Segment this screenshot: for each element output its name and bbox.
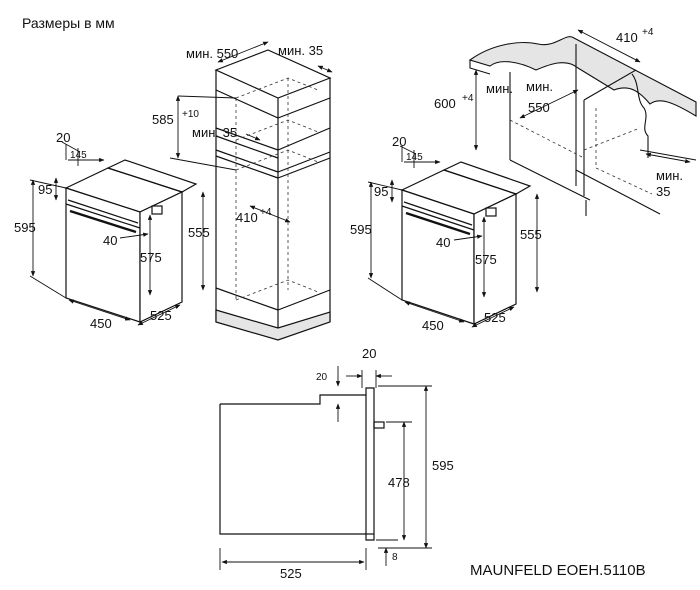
oven-left-height: 595 xyxy=(14,220,36,235)
side-height: 595 xyxy=(432,458,454,473)
oven-right-panel-depth: 145 xyxy=(406,152,423,163)
column-width: 410 xyxy=(236,210,258,225)
side-panel-depth: 20 xyxy=(362,346,376,361)
oven-right-body-height: 555 xyxy=(520,227,542,242)
oven-left xyxy=(64,159,198,323)
oven-right-top-depth: 20 xyxy=(392,134,406,149)
column-niche-gap: мин. 35 xyxy=(192,125,237,140)
oven-right-dimensions xyxy=(367,145,540,328)
column-height-tol: +10 xyxy=(182,109,199,120)
side-foot: 8 xyxy=(392,552,398,563)
oven-right-height: 595 xyxy=(350,222,372,237)
niche-hidden-lines xyxy=(509,108,653,195)
niche-frame xyxy=(509,44,697,216)
column-height: 585 xyxy=(152,112,174,127)
side-door-height: 478 xyxy=(388,475,410,490)
oven-left-panel-depth: 145 xyxy=(70,150,87,161)
oven-left-body-height: 555 xyxy=(188,225,210,240)
under-min-label: мин. xyxy=(486,81,513,96)
oven-left-width: 450 xyxy=(90,316,112,331)
oven-left-dimensions xyxy=(29,141,206,326)
under-gap-label: мин. xyxy=(656,168,683,183)
under-counter-dimensions xyxy=(473,29,691,164)
oven-right-top-height: 95 xyxy=(374,184,388,199)
oven-right-inner-height: 575 xyxy=(475,252,497,267)
side-view-dimensions xyxy=(219,366,432,570)
model-name: MAUNFELD EOEH.5110B xyxy=(470,562,646,579)
under-depth: 550 xyxy=(528,100,550,115)
oven-left-handle: 40 xyxy=(103,233,117,248)
under-depth-label: мин. xyxy=(526,79,553,94)
column-cabinet xyxy=(214,49,332,341)
side-top-offset: 20 xyxy=(316,372,328,383)
column-min-depth: мин. 550 xyxy=(186,46,238,61)
column-min-gap: мин. 35 xyxy=(278,43,323,58)
side-view xyxy=(219,387,385,541)
oven-right xyxy=(400,161,532,325)
oven-right-width: 450 xyxy=(422,318,444,333)
oven-left-inner-height: 575 xyxy=(140,250,162,265)
under-min-height-tol: +4 xyxy=(462,93,474,104)
under-width-tol: +4 xyxy=(642,27,654,38)
countertop xyxy=(468,36,697,158)
oven-right-depth: 525 xyxy=(484,310,506,325)
under-gap: 35 xyxy=(656,184,670,199)
oven-left-top-height: 95 xyxy=(38,182,52,197)
column-width-tol: +4 xyxy=(260,207,272,218)
column-cabinet-hidden-lines xyxy=(235,77,319,301)
side-depth: 525 xyxy=(280,566,302,581)
oven-left-top-depth: 20 xyxy=(56,130,70,145)
column-dimensions xyxy=(169,41,333,223)
under-width: 410 xyxy=(616,30,638,45)
oven-left-depth: 525 xyxy=(150,308,172,323)
oven-right-handle: 40 xyxy=(436,235,450,250)
under-min-height: 600 xyxy=(434,96,456,111)
diagram-title: Размеры в мм xyxy=(22,15,115,31)
